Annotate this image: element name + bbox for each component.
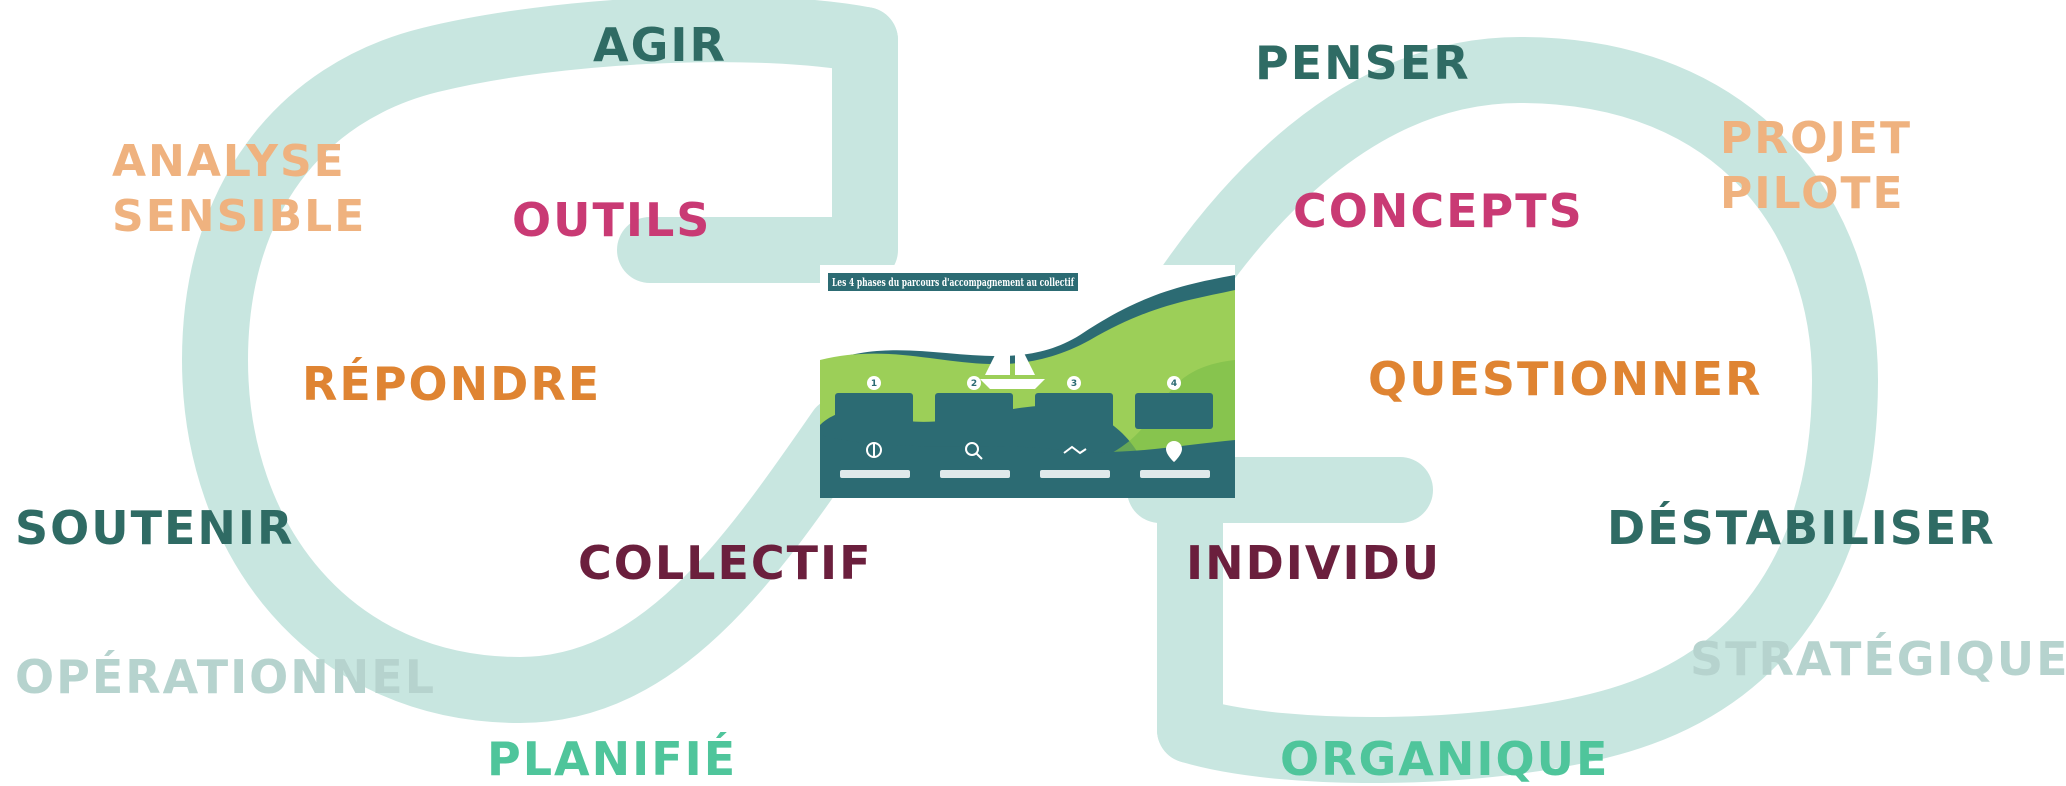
label-destabiliser: DÉSTABILISER [1607,501,1996,555]
label-organique: ORGANIQUE [1280,732,1610,786]
sailboat-icon [980,325,1045,389]
step-2: 2 [971,379,977,389]
label-planifie: PLANIFIÉ [487,732,738,786]
infinity-loop [182,0,1878,783]
step-4: 4 [1171,379,1177,389]
step-1: 1 [871,379,877,389]
label-operationnel: OPÉRATIONNEL [15,650,437,704]
label-strategique: STRATÉGIQUE [1690,632,2066,686]
label-concepts: CONCEPTS [1293,184,1584,238]
label-individu: INDIVIDU [1186,536,1442,590]
compass-icon [866,442,882,458]
forward-arrow-icon [617,7,898,283]
label-penser: PENSER [1255,36,1471,90]
label-outils: OUTILS [512,193,712,247]
label-agir: AGIR [593,18,727,72]
label-analyse-sensible: ANALYSE SENSIBLE [112,136,367,242]
location-pin-icon [1166,441,1182,462]
label-repondre: RÉPONDRE [302,357,602,411]
label-soutenir: SOUTENIR [15,501,295,555]
label-collectif: COLLECTIF [578,536,873,590]
step-3: 3 [1071,379,1077,389]
return-arrow-icon [1127,457,1433,763]
label-questionner: QUESTIONNER [1368,352,1763,406]
infographic-title: Les 4 phases du parcours d'accompagnemen… [832,276,1075,289]
magnifier-icon [965,442,983,460]
handshake-icon [1063,445,1087,455]
center-infographic: Les 4 phases du parcours d'accompagnemen… [820,265,1235,498]
label-projet-pilote: PROJET PILOTE [1720,113,1912,219]
